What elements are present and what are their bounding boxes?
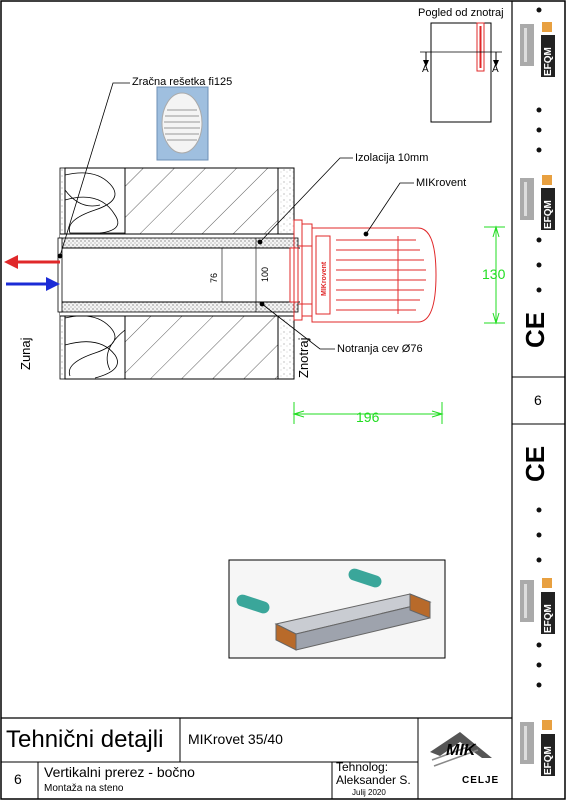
airflow-out-arrow xyxy=(4,255,60,269)
sidebar-page-number: 6 xyxy=(534,392,542,408)
efqm-logo-2 xyxy=(520,175,555,230)
title-block-title: Tehnični detajli xyxy=(6,726,164,753)
mik-company-logo xyxy=(430,732,492,767)
wall-section xyxy=(57,167,300,380)
dimension-130-label: 130 xyxy=(482,266,506,282)
section-mark-left: A xyxy=(422,64,429,75)
section-mark-right: A xyxy=(492,64,499,75)
efqm-text-4: EFQM xyxy=(543,746,554,775)
efqm-text-2: EFQM xyxy=(543,200,554,229)
efqm-logo-3 xyxy=(520,578,555,634)
dimension-196-label: 196 xyxy=(356,409,380,425)
inside-view-diagram xyxy=(420,22,502,123)
dimension-130 xyxy=(484,225,505,325)
document-date: Julij 2020 xyxy=(352,788,386,797)
ce-mark-top: CE xyxy=(520,311,550,348)
efqm-text-1: EFQM xyxy=(543,47,554,76)
technolog-name: Aleksander S. xyxy=(336,773,411,787)
airflow-in-arrow xyxy=(6,277,60,291)
unit-brand-label: MIKrovent xyxy=(321,261,328,296)
efqm-logo-1 xyxy=(520,22,555,77)
efqm-text-3: EFQM xyxy=(543,604,554,633)
ce-mark-bottom: CE xyxy=(520,445,550,482)
efqm-logo-4 xyxy=(520,720,555,776)
technolog-label: Tehnolog: xyxy=(336,760,389,774)
dimension-76-label: 76 xyxy=(209,272,219,283)
insulation-label: Izolacija 10mm xyxy=(355,152,429,164)
company-city: CELJE xyxy=(462,775,500,786)
grille-image xyxy=(156,86,209,161)
product-render xyxy=(228,559,446,659)
inside-label: Znotraj xyxy=(296,337,311,378)
grille-label: Zračna rešetka fi125 xyxy=(132,76,233,88)
title-block-subtitle: Vertikalni prerez - bočno xyxy=(44,764,195,780)
dimension-100-label: 100 xyxy=(260,266,270,282)
sidebar-decorations xyxy=(536,7,542,688)
mikrovent-unit xyxy=(289,219,437,323)
inside-view-label: Pogled od znotraj xyxy=(418,7,504,19)
inner-pipe-label: Notranja cev Ø76 xyxy=(337,343,423,355)
outside-label: Zunaj xyxy=(18,337,33,370)
company-logo-text: MIK xyxy=(446,742,476,759)
title-block-subtitle2: Montaža na steno xyxy=(44,783,124,794)
dimension-196 xyxy=(292,402,444,424)
title-block-product: MIKrovet 35/40 xyxy=(188,731,283,747)
title-block-number: 6 xyxy=(14,771,22,787)
device-label: MIKrovent xyxy=(416,177,467,189)
leader-lines xyxy=(57,82,414,350)
